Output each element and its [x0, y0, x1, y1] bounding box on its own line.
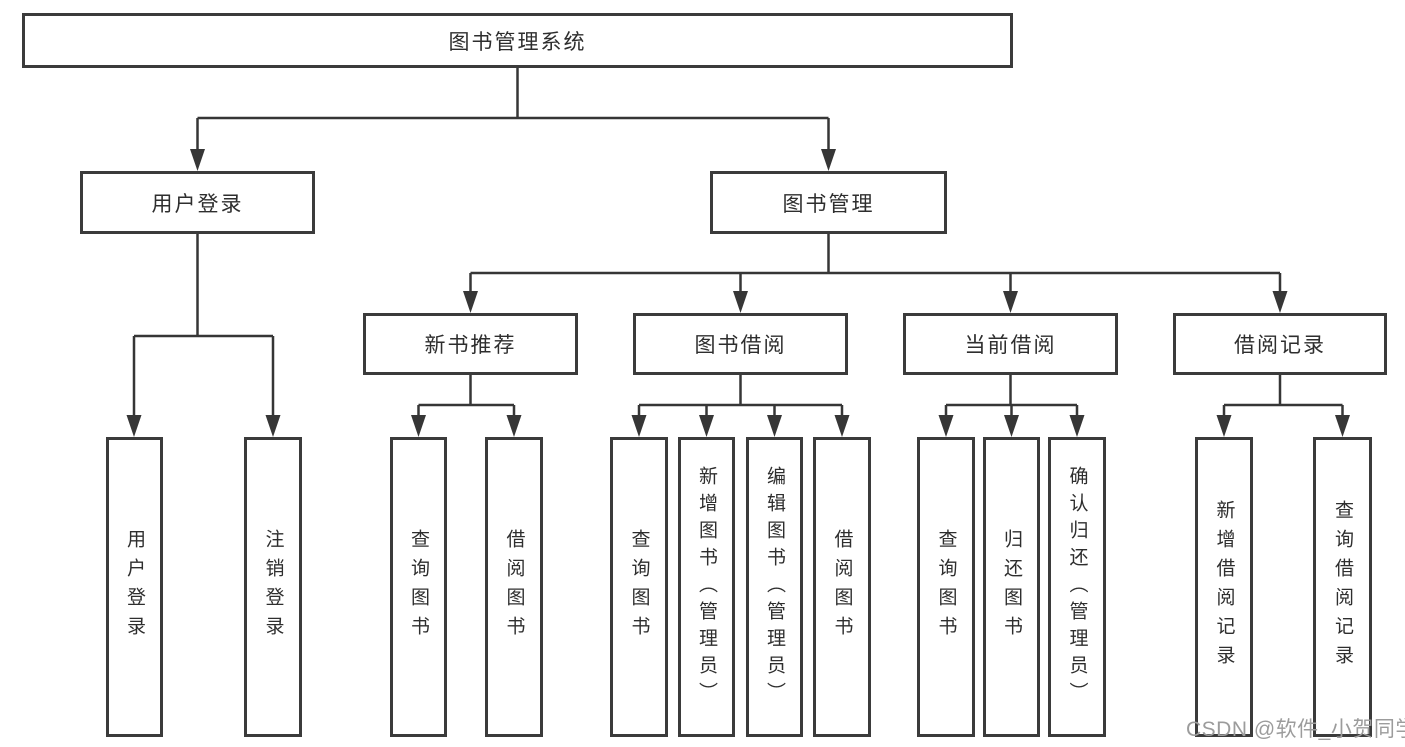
node-user-login: 用户登录 [80, 171, 315, 234]
leaf-borrow-borrow-books: 借阅图书 [813, 437, 871, 737]
leaf-logout: 注销登录 [244, 437, 302, 737]
leaf-current-return-books: 归还图书 [983, 437, 1040, 737]
node-root: 图书管理系统 [22, 13, 1013, 68]
node-book-management: 图书管理 [710, 171, 947, 234]
leaf-newbooks-borrow-books: 借阅图书 [485, 437, 543, 737]
leaf-current-confirm-return-admin: 确认归还（管理员） [1048, 437, 1106, 737]
node-current-borrowing: 当前借阅 [903, 313, 1118, 375]
leaf-borrow-query-books: 查询图书 [610, 437, 668, 737]
leaf-user-login: 用户登录 [106, 437, 163, 737]
node-borrowing-records: 借阅记录 [1173, 313, 1387, 375]
leaf-current-query-books: 查询图书 [917, 437, 975, 737]
leaf-records-query-record: 查询借阅记录 [1313, 437, 1372, 737]
node-new-book-recommendation: 新书推荐 [363, 313, 578, 375]
leaf-borrow-add-books-admin: 新增图书（管理员） [678, 437, 735, 737]
leaf-newbooks-query-books: 查询图书 [390, 437, 447, 737]
node-book-borrowing: 图书借阅 [633, 313, 848, 375]
leaf-records-add-record: 新增借阅记录 [1195, 437, 1253, 737]
csdn-watermark: CSDN @软件_小贺同学 [1186, 718, 1405, 741]
leaf-borrow-edit-books-admin: 编辑图书（管理员） [746, 437, 803, 737]
